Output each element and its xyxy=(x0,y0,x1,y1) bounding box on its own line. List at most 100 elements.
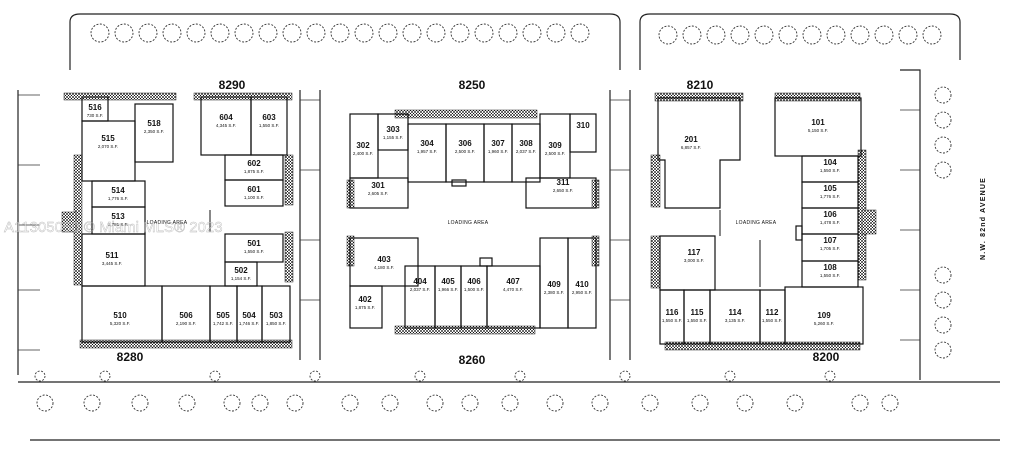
tree-icon xyxy=(178,394,196,412)
tree-icon xyxy=(802,25,822,45)
unit-area-117: 3,000 S.F. xyxy=(684,258,704,263)
unit-area-410: 2,950 S.F. xyxy=(572,290,592,295)
unit-number-410: 410 xyxy=(575,280,589,289)
unit-area-107: 1,705 S.F. xyxy=(820,246,840,251)
unit-number-603: 603 xyxy=(262,113,276,122)
unit-number-201: 201 xyxy=(684,135,698,144)
tree-icon xyxy=(286,394,304,412)
unit-area-510: 5,320 S.F. xyxy=(110,321,130,326)
building-number-8290: 8290 xyxy=(219,78,246,92)
tree-icon xyxy=(619,370,631,382)
tree-icon xyxy=(730,25,750,45)
tree-icon xyxy=(114,23,134,43)
tree-icon xyxy=(378,23,398,43)
building-8210-8200 xyxy=(650,92,877,351)
tree-icon xyxy=(354,23,374,43)
unit-number-518: 518 xyxy=(147,119,161,128)
watermark: A11305050 © Miami MLS® 2023 xyxy=(4,219,223,236)
tree-icon xyxy=(546,394,564,412)
loading-area-labels: LOADING AREA LOADING AREA LOADING AREA xyxy=(147,220,777,226)
unit-number-116: 116 xyxy=(666,308,679,317)
tree-icon xyxy=(778,25,798,45)
landscaping-trees xyxy=(34,23,952,412)
unit-number-114: 114 xyxy=(729,308,742,317)
unit-number-407: 407 xyxy=(506,277,520,286)
tree-icon xyxy=(934,136,952,154)
tree-icon xyxy=(682,25,702,45)
unit-area-301: 2,605 S.F. xyxy=(368,191,388,196)
unit-number-501: 501 xyxy=(247,239,261,248)
tree-icon xyxy=(934,266,952,284)
tree-icon xyxy=(514,370,526,382)
tree-icon xyxy=(736,394,754,412)
building-8290-8280 xyxy=(61,92,294,349)
building-number-8260: 8260 xyxy=(459,353,486,367)
tree-icon xyxy=(34,370,46,382)
loading-area-label-west: LOADING AREA xyxy=(147,220,188,226)
tree-icon xyxy=(258,23,278,43)
unit-number-503: 503 xyxy=(269,311,283,320)
unit-number-106: 106 xyxy=(823,210,837,219)
tree-icon xyxy=(934,111,952,129)
unit-area-603: 1,550 S.F. xyxy=(259,123,279,128)
unit-number-117: 117 xyxy=(688,248,701,257)
tree-icon xyxy=(209,370,221,382)
unit-area-501: 1,550 S.F. xyxy=(244,249,264,254)
unit-number-409: 409 xyxy=(547,280,561,289)
unit-number-301: 301 xyxy=(371,181,385,190)
unit-area-502: 1,154 S.F. xyxy=(231,276,251,281)
unit-area-511: 3,445 S.F. xyxy=(102,261,122,266)
unit-area-306: 2,500 S.F. xyxy=(455,149,475,154)
building-number-8250: 8250 xyxy=(459,78,486,92)
unit-area-604: 4,345 S.F. xyxy=(216,123,236,128)
unit-area-404: 2,037 S.F. xyxy=(410,287,430,292)
unit-area-101: 5,150 S.F. xyxy=(808,128,828,133)
tree-icon xyxy=(934,291,952,309)
unit-area-503: 1,850 S.F. xyxy=(266,321,286,326)
unit-area-602: 1,875 S.F. xyxy=(244,169,264,174)
unit-number-602: 602 xyxy=(247,159,261,168)
tree-icon xyxy=(131,394,149,412)
unit-number-310: 310 xyxy=(576,121,590,130)
tree-icon xyxy=(402,23,422,43)
unit-number-105: 105 xyxy=(823,184,837,193)
unit-area-115: 1,550 S.F. xyxy=(687,318,707,323)
unit-number-306: 306 xyxy=(458,139,472,148)
tree-icon xyxy=(461,394,479,412)
parking-stalls xyxy=(18,94,920,351)
unit-area-112: 1,550 S.F. xyxy=(762,318,782,323)
unit-area-304: 1,957 S.F. xyxy=(417,149,437,154)
tree-icon xyxy=(234,23,254,43)
tree-icon xyxy=(706,25,726,45)
unit-number-604: 604 xyxy=(219,113,233,122)
unit-number-514: 514 xyxy=(111,186,125,195)
tree-icon xyxy=(162,23,182,43)
tree-icon xyxy=(754,25,774,45)
tree-icon xyxy=(786,394,804,412)
tree-icon xyxy=(934,341,952,359)
unit-number-515: 515 xyxy=(101,134,115,143)
unit-area-311: 2,650 S.F. xyxy=(553,188,573,193)
tree-icon xyxy=(522,23,542,43)
unit-area-309: 2,500 S.F. xyxy=(545,151,565,156)
unit-area-403: 4,180 S.F. xyxy=(374,265,394,270)
unit-area-601: 1,100 S.F. xyxy=(244,195,264,200)
tree-icon xyxy=(99,370,111,382)
building-number-8280: 8280 xyxy=(117,350,144,364)
unit-number-107: 107 xyxy=(823,236,837,245)
unit-number-311: 311 xyxy=(557,178,570,187)
tree-icon xyxy=(934,161,952,179)
unit-area-114: 3,135 S.F. xyxy=(725,318,745,323)
unit-area-303: 1,155 S.F. xyxy=(383,135,403,140)
unit-number-104: 104 xyxy=(823,158,837,167)
unit-number-309: 309 xyxy=(548,141,562,150)
unit-area-201: 6,857 S.F. xyxy=(681,145,701,150)
unit-number-406: 406 xyxy=(467,277,481,286)
tree-icon xyxy=(874,25,894,45)
tree-icon xyxy=(36,394,54,412)
unit-area-505: 1,742 S.F. xyxy=(213,321,233,326)
unit-area-518: 2,350 S.F. xyxy=(144,129,164,134)
unit-number-502: 502 xyxy=(234,266,248,275)
